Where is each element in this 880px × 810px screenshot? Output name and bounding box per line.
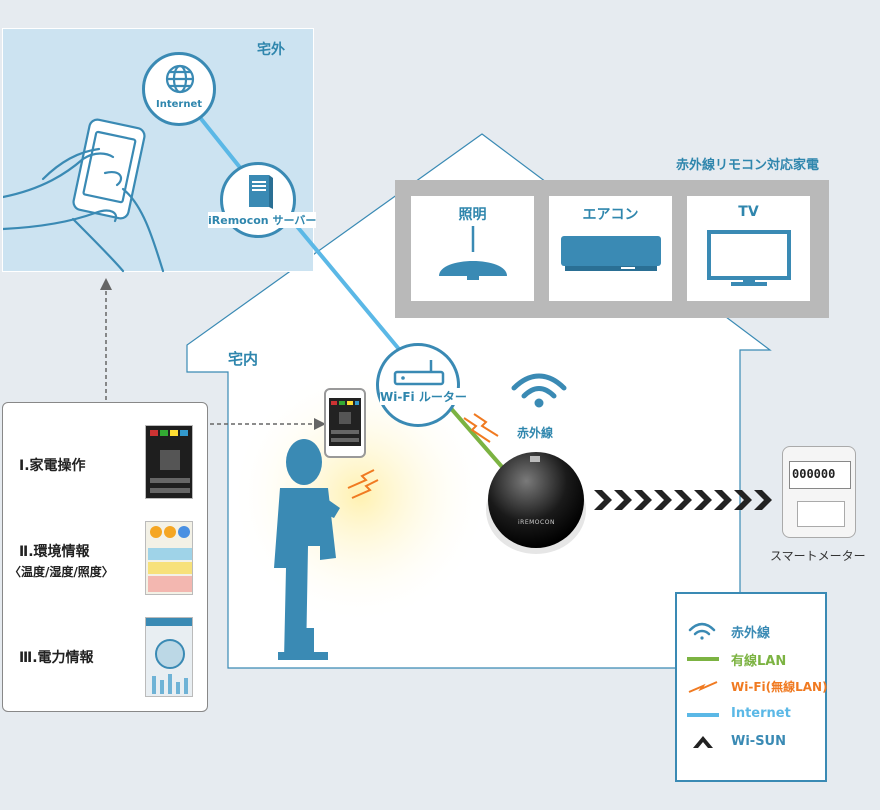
meter-label: スマートメーター (770, 549, 866, 563)
ceiling-light-icon (439, 226, 507, 280)
green-line-icon (687, 657, 719, 661)
meter-panel (797, 501, 845, 527)
appliances-title: 赤外線リモコン対応家電 (676, 158, 820, 173)
air-conditioner-icon (561, 236, 661, 271)
wifi-wave-icon (688, 622, 716, 640)
infrared-wave-icon (511, 373, 567, 408)
tv-icon (707, 230, 791, 286)
router-node (376, 343, 460, 427)
feature-2-sub: 〈温度/湿度/照度〉 (9, 565, 114, 579)
chevron-up-icon (693, 736, 713, 748)
legend-internet-label: Internet (731, 706, 791, 721)
outside-title: 宅外 (257, 42, 285, 58)
legend-row-internet: Internet (685, 704, 825, 726)
power-app-screenshot (145, 617, 193, 697)
router-label: Wi-Fi ルーター (380, 388, 467, 405)
feature-2-title: Ⅱ.環境情報 (19, 544, 90, 560)
infrared-label: 赤外線 (517, 426, 554, 440)
internet-label: Internet (155, 99, 202, 110)
server-icon (249, 175, 273, 209)
wifi-signal-router (463, 413, 499, 443)
legend-infrared-label: 赤外線 (731, 626, 771, 641)
legend-wisun-label: Wi-SUN (731, 734, 786, 749)
appliance-aircon: エアコン (549, 196, 672, 301)
server-label: iRemocon サーバー (208, 212, 317, 228)
legend-wired-label: 有線LAN (731, 654, 787, 669)
legend: 赤外線 有線LAN Wi-Fi(無線LAN) Internet Wi-SUN (675, 592, 828, 782)
wi-sun-signal (594, 490, 772, 510)
appliance-lighting-label: 照明 (458, 207, 487, 223)
appliance-tv-label: TV (738, 204, 759, 220)
internet-node: Internet (142, 52, 216, 126)
blue-line-icon (687, 713, 719, 717)
meter-display-frame (789, 461, 851, 489)
environment-app-screenshot (145, 521, 193, 595)
legend-row-wifi: Wi-Fi(無線LAN) (685, 676, 828, 698)
remote-app-screenshot (145, 425, 193, 499)
iremocon-device (486, 452, 586, 554)
appliance-lighting: 照明 (411, 196, 534, 301)
feature-panel: Ⅰ.家電操作 Ⅱ.環境情報 〈温度/湿度/照度〉 Ⅲ.電力情報 (2, 402, 208, 712)
legend-row-wisun: Wi-SUN (685, 732, 825, 754)
smartphone-remote (324, 388, 366, 458)
legend-row-wired: 有線LAN (685, 648, 825, 670)
feature-1-title: Ⅰ.家電操作 (19, 458, 86, 474)
meter-display: 000000 (792, 467, 836, 481)
hands-phone-illustration (3, 118, 165, 273)
globe-icon (165, 64, 195, 94)
wifi-signal-phone (347, 469, 379, 499)
device-brand: iREMOCON (518, 519, 555, 526)
remote-app-screen (329, 398, 361, 446)
person-illustration (274, 439, 340, 660)
smart-meter: 000000 (782, 446, 856, 538)
zigzag-icon (688, 681, 718, 693)
appliance-aircon-label: エアコン (582, 207, 639, 223)
legend-wifi-label: Wi-Fi(無線LAN) (731, 680, 828, 694)
router-icon (393, 360, 445, 386)
feature-3-title: Ⅲ.電力情報 (19, 650, 94, 666)
legend-row-infrared: 赤外線 (685, 620, 825, 642)
inside-title: 宅内 (228, 350, 259, 368)
appliance-tv: TV (687, 196, 810, 301)
